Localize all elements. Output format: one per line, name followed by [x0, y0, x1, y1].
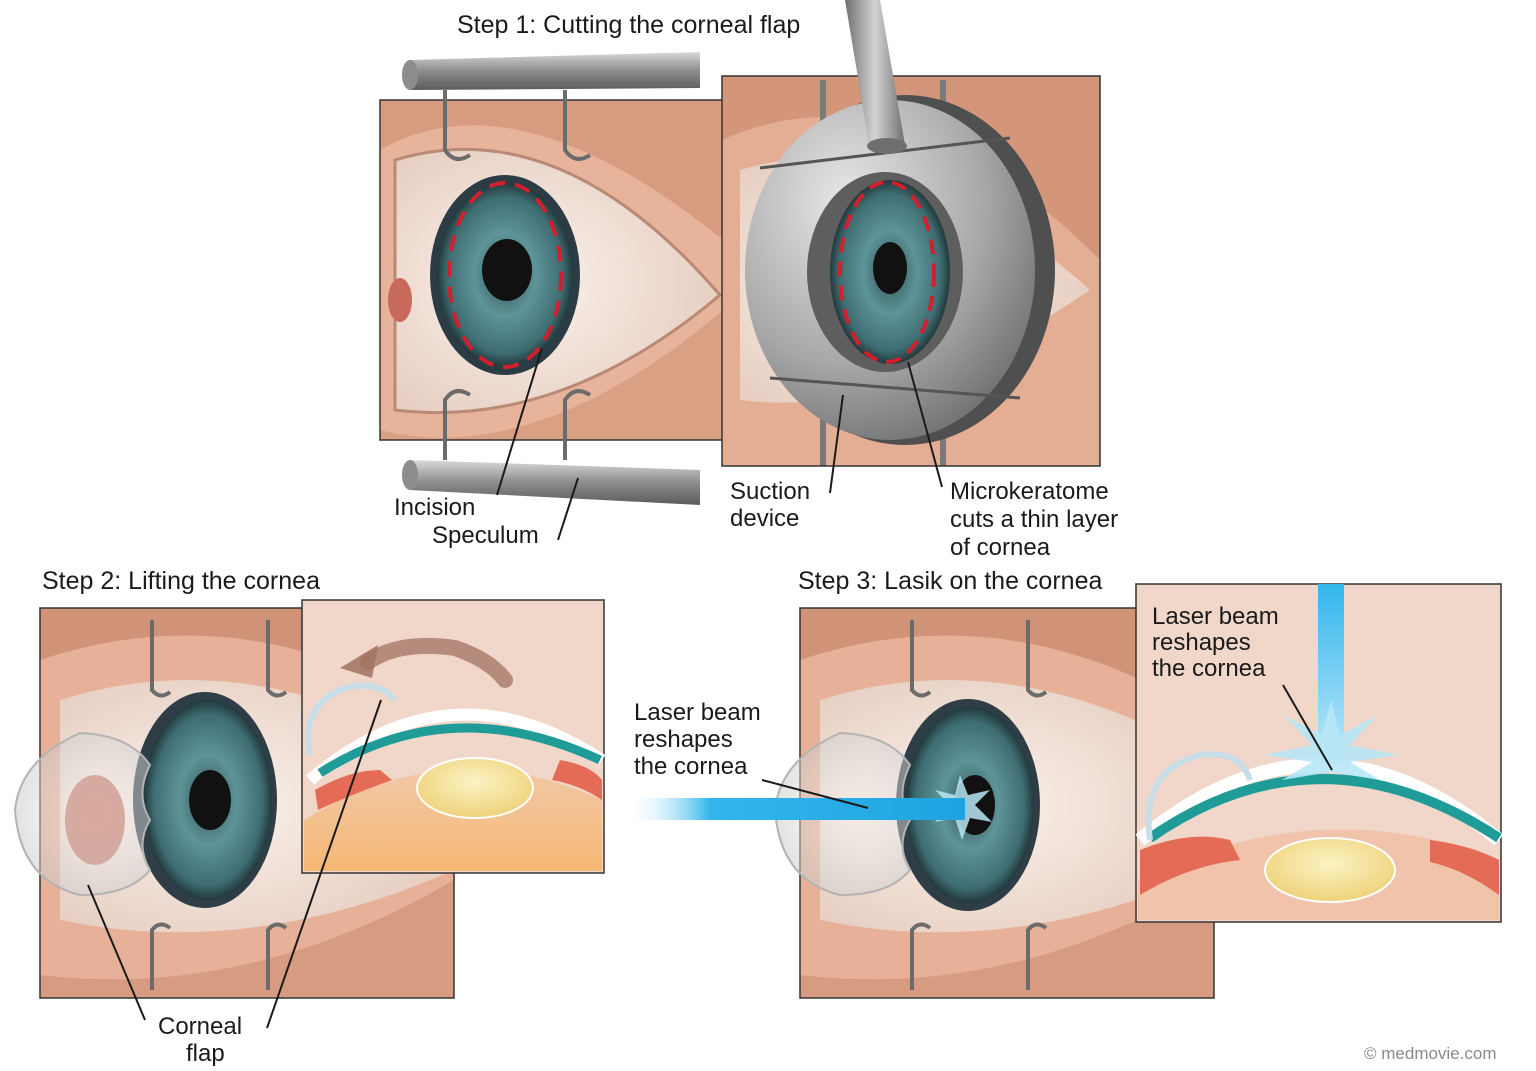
label-laser-mid-line3: the cornea [634, 753, 748, 780]
incision-leader [496, 347, 543, 496]
label-suction-line1: Suction [730, 478, 810, 505]
step1-eye-panel [379, 99, 736, 441]
label-laser-inset-line3: the cornea [1152, 655, 1266, 682]
label-laser-mid-line1: Laser beam [634, 699, 761, 726]
speculum-leader [557, 477, 579, 541]
corneal-flap-leader-2 [266, 699, 382, 1029]
step3-cross-section-inset [1135, 583, 1504, 923]
step1-title: Step 1: Cutting the corneal flap [457, 11, 800, 39]
step2-title: Step 2: Lifting the cornea [42, 567, 320, 595]
microkeratome-leader [907, 361, 943, 488]
label-incision: Incision [394, 494, 475, 521]
label-microkeratome-line2: cuts a thin layer [950, 506, 1118, 533]
corneal-flap-lifted [13, 731, 152, 897]
step1-microkeratome-panel [721, 0, 1101, 467]
label-suction-line2: device [730, 505, 799, 532]
label-speculum: Speculum [432, 522, 539, 549]
label-laser-inset-line2: reshapes [1152, 629, 1251, 656]
credit-text: © medmovie.com [1364, 1044, 1497, 1063]
suction-leader [829, 394, 844, 494]
label-laser-inset-line1: Laser beam [1152, 603, 1279, 630]
incision-line [447, 181, 563, 369]
speculum [402, 52, 700, 505]
label-laser-mid-line2: reshapes [634, 726, 733, 753]
laser-mid-leader [761, 779, 869, 809]
step3-title: Step 3: Lasik on the cornea [798, 567, 1102, 595]
step2-cross-section-inset [301, 599, 606, 874]
label-microkeratome-line1: Microkeratome [950, 478, 1109, 505]
laser-beam-horizontal [625, 798, 965, 820]
label-corneal-flap-line2: flap [186, 1040, 225, 1067]
corneal-flap-leader-1 [87, 884, 146, 1021]
label-microkeratome-line3: of cornea [950, 534, 1051, 561]
laser-inset-leader [1282, 684, 1333, 771]
label-corneal-flap-line1: Corneal [158, 1013, 242, 1040]
